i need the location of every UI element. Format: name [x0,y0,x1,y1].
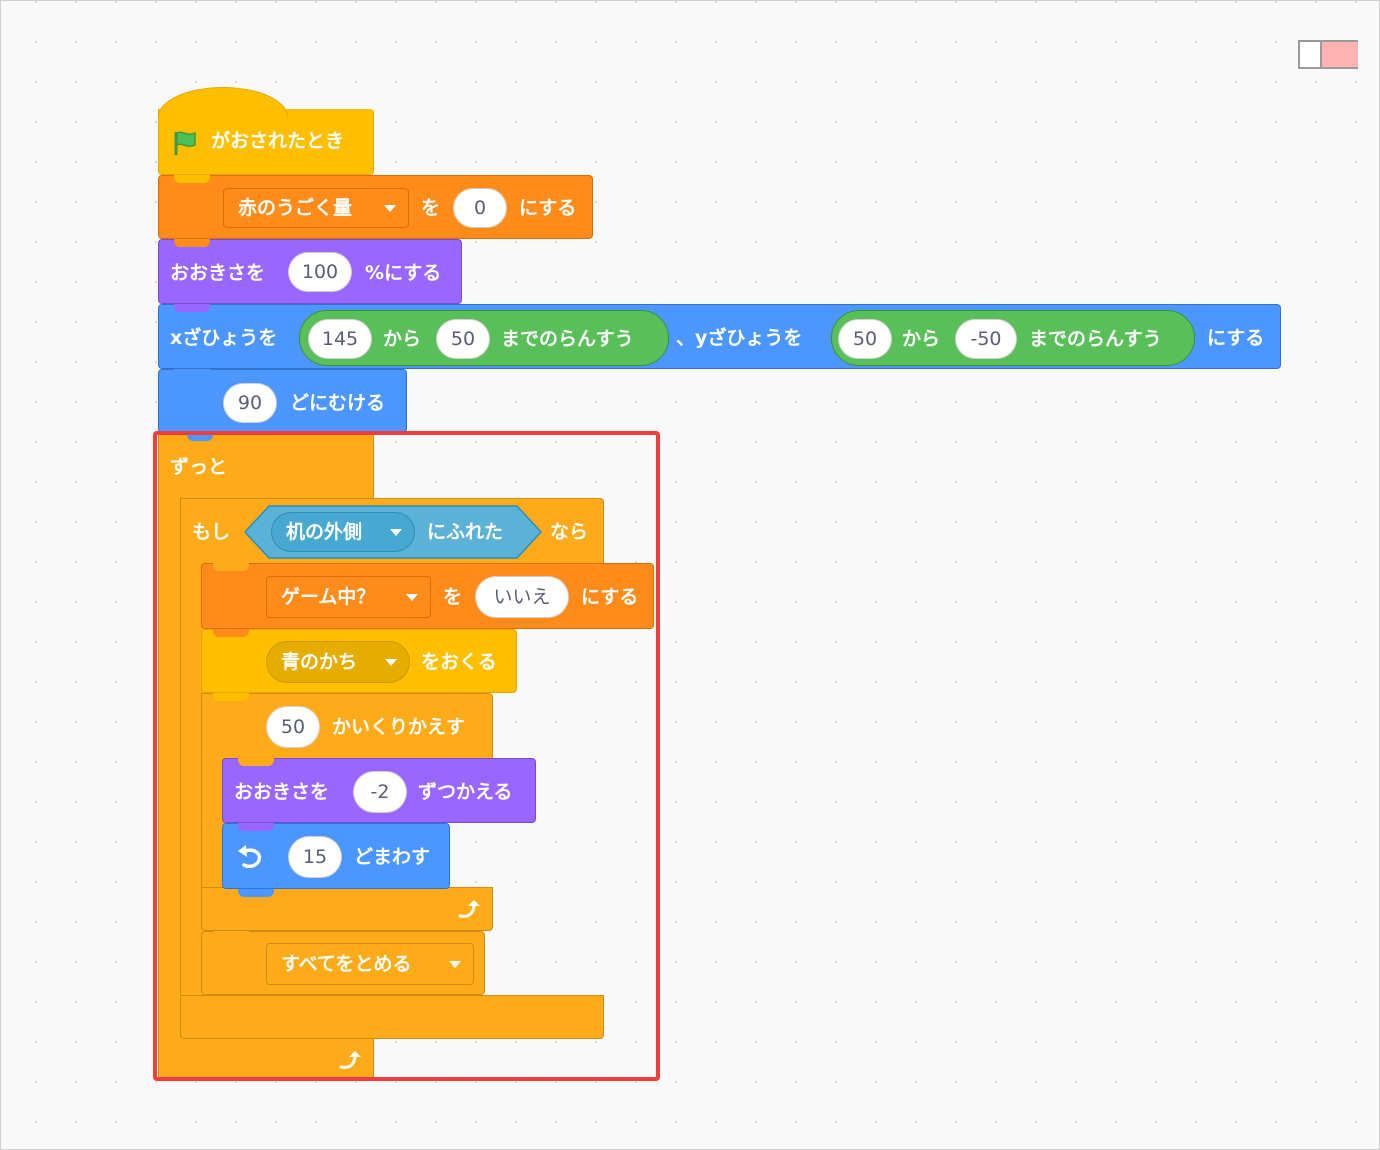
turn-suffix: どまわす [354,846,431,868]
broadcast-block[interactable]: 青のかち をおくる [201,629,517,693]
turn-degrees-input[interactable]: 15 [288,836,342,878]
x-to-input[interactable]: 50 [436,319,490,359]
chevron-down-icon [385,659,397,666]
set-suffix: にする [581,586,639,608]
chevron-down-icon [390,529,402,536]
block-notch [187,433,213,441]
y-from-input[interactable]: 50 [838,319,892,359]
block-notch [174,239,210,247]
layout-toggle-icon[interactable] [1298,40,1358,69]
kara-label: から [902,328,941,350]
chevron-down-icon [406,594,418,601]
when-flag-clicked-block[interactable]: がおされたとき [158,109,374,175]
hat-cap [158,87,288,117]
if-block-top[interactable]: もし 机の外側 にふれた なら [180,498,604,564]
turn-left-block[interactable]: 15 どまわす [222,823,450,889]
block-notch [238,758,274,766]
chevron-down-icon [449,961,461,968]
then-label: なら [550,521,589,543]
stop-option-dropdown[interactable]: すべてをとめる [266,943,474,985]
direction-input[interactable]: 90 [223,383,277,423]
if-prefix: もし [192,521,231,543]
direction-suffix: どにむける [290,392,386,414]
forever-block-top[interactable]: ずっと [158,433,374,499]
set-variable-block[interactable]: 赤のうごく量 を 0 にする [158,175,593,239]
change-size-block[interactable]: おおきさを -2 ずつかえる [222,758,536,823]
random-suffix: までのらんすう [501,328,634,350]
block-notch [213,563,249,571]
pick-random-y[interactable]: 50 から -50 までのらんすう [831,310,1195,366]
stop-block[interactable]: すべてをとめる [201,931,485,995]
set-suffix: にする [519,197,577,219]
y-prefix: 、yざひょうを [676,327,803,349]
point-direction-block[interactable]: 90 どにむける [158,369,407,433]
goto-suffix: にする [1207,327,1265,349]
random-suffix: までのらんすう [1029,328,1162,350]
if-block-bottom[interactable] [180,995,604,1039]
block-notch [174,369,210,377]
pick-random-x[interactable]: 145 から 50 までのらんすう [299,310,669,366]
go-to-xy-block[interactable]: xざひょうを 145 から 50 までのらんすう 、yざひょうを 50 から -… [158,304,1281,369]
block-notch [174,175,210,183]
x-from-input[interactable]: 145 [308,319,372,359]
chevron-down-icon [384,205,396,212]
set-variable-block-2[interactable]: ゲーム中？ を いいえ にする [201,563,654,629]
size-input[interactable]: 100 [288,252,352,292]
to-label: を [421,197,441,219]
size-prefix: おおきさを [170,262,266,284]
broadcast-suffix: をおくる [421,651,497,673]
value-input-2[interactable]: いいえ [475,576,569,618]
block-notch [238,889,274,897]
size-suffix: %にする [365,262,442,284]
block-notch [238,823,274,831]
touching-suffix: にふれた [427,521,504,543]
highlight-box [153,431,660,1081]
broadcast-message-dropdown[interactable]: 青のかち [266,641,410,683]
kara-label: から [383,328,422,350]
repeat-block-top[interactable]: 50 かいくりかえす [201,693,493,759]
to-label: を [443,586,463,608]
set-size-block[interactable]: おおきさを 100 %にする [158,239,462,304]
sensing-target-dropdown[interactable]: 机の外側 [271,512,415,552]
hat-label: がおされたとき [211,130,345,152]
x-prefix: xざひょうを [170,327,278,349]
block-notch [174,304,210,312]
size-prefix: おおきさを [234,781,330,803]
block-notch [213,693,249,701]
repeat-count-input[interactable]: 50 [266,706,320,748]
forever-label: ずっと [170,456,228,478]
repeat-suffix: かいくりかえす [332,716,466,738]
loop-arrow-icon [458,900,480,918]
if-arm [180,563,204,997]
change-size-suffix: ずつかえる [418,781,513,803]
forever-block-bottom[interactable] [158,1039,374,1081]
forever-arm [158,498,182,1042]
green-flag-icon [174,131,196,155]
y-to-input[interactable]: -50 [955,319,1017,359]
variable-dropdown-2[interactable]: ゲーム中？ [266,576,431,618]
rotate-left-icon [238,845,262,869]
block-notch [213,629,249,637]
block-notch [213,931,249,939]
loop-arrow-icon [339,1051,361,1069]
repeat-arm [201,758,225,890]
value-input[interactable]: 0 [453,188,507,228]
variable-dropdown[interactable]: 赤のうごく量 [223,188,409,228]
change-size-input[interactable]: -2 [353,771,407,813]
